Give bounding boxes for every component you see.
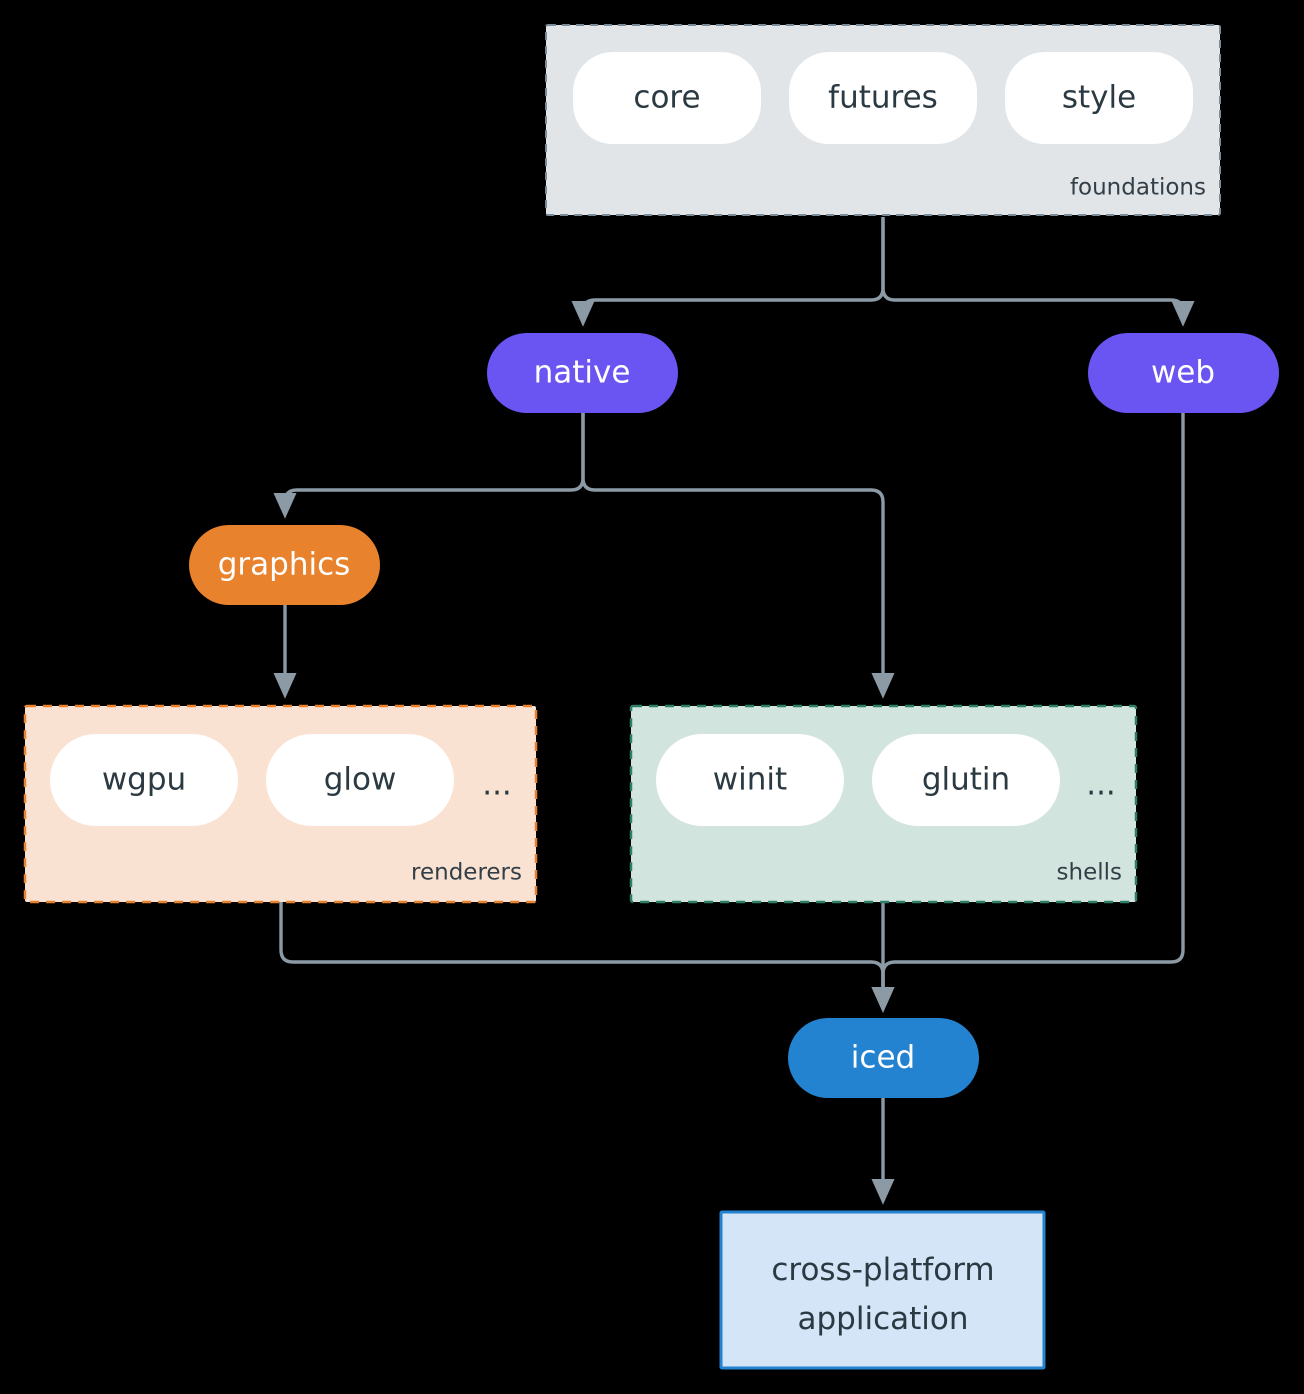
node-web-label: web — [1151, 355, 1215, 391]
node-cross-platform-application-line2: application — [798, 1301, 969, 1337]
group-foundations[interactable]: core futures style foundations — [545, 24, 1221, 216]
node-glow-label: glow — [324, 762, 397, 798]
node-iced-shape — [788, 1018, 979, 1098]
node-wgpu-label: wgpu — [102, 762, 186, 798]
node-graphics[interactable]: graphics — [189, 525, 380, 605]
node-style-shape — [1005, 52, 1193, 144]
edge-web-to-iced — [871, 413, 1185, 1013]
node-graphics-label: graphics — [218, 547, 351, 583]
node-winit-label: winit — [713, 762, 787, 798]
group-renderers[interactable]: wgpu glow ... renderers — [23, 704, 538, 904]
node-native-shape — [487, 333, 678, 413]
node-glutin-shape — [872, 734, 1060, 826]
node-cross-platform-application[interactable]: cross-platform application — [719, 1210, 1046, 1370]
node-graphics-shape — [189, 525, 380, 605]
node-cross-platform-application-line1: cross-platform — [771, 1252, 994, 1288]
group-foundations-label: foundations — [1070, 175, 1206, 201]
group-renderers-member-glow[interactable]: glow — [266, 734, 454, 826]
group-foundations-member-style[interactable]: style — [1005, 52, 1193, 144]
edge-foundations-to-web — [881, 217, 1195, 327]
group-shells-ellipsis: ... — [1086, 767, 1116, 803]
node-core-label: core — [633, 80, 700, 116]
node-style-label: style — [1062, 80, 1136, 116]
group-shells-label: shells — [1057, 860, 1122, 886]
group-shells[interactable]: winit glutin ... shells — [629, 704, 1138, 904]
node-native[interactable]: native — [487, 333, 678, 413]
group-renderers-member-wgpu[interactable]: wgpu — [50, 734, 238, 826]
node-futures-shape — [789, 52, 977, 144]
node-cross-platform-application-shape — [719, 1210, 1046, 1370]
node-iced[interactable]: iced — [788, 1018, 979, 1098]
node-iced-label: iced — [851, 1040, 915, 1076]
group-shells-member-glutin[interactable]: glutin — [872, 734, 1060, 826]
group-shells-member-winit[interactable]: winit — [656, 734, 844, 826]
group-foundations-member-futures[interactable]: futures — [789, 52, 977, 144]
node-native-label: native — [534, 355, 631, 391]
group-foundations-member-core[interactable]: core — [573, 52, 761, 144]
group-renderers-ellipsis: ... — [482, 767, 512, 803]
node-web[interactable]: web — [1088, 333, 1279, 413]
node-wgpu-shape — [50, 734, 238, 826]
node-glutin-label: glutin — [922, 762, 1010, 798]
node-futures-label: futures — [828, 80, 938, 116]
node-glow-shape — [266, 734, 454, 826]
edge-native-to-shells — [581, 413, 895, 699]
group-renderers-label: renderers — [411, 860, 522, 886]
node-core-shape — [573, 52, 761, 144]
node-winit-shape — [656, 734, 844, 826]
node-web-shape — [1088, 333, 1279, 413]
